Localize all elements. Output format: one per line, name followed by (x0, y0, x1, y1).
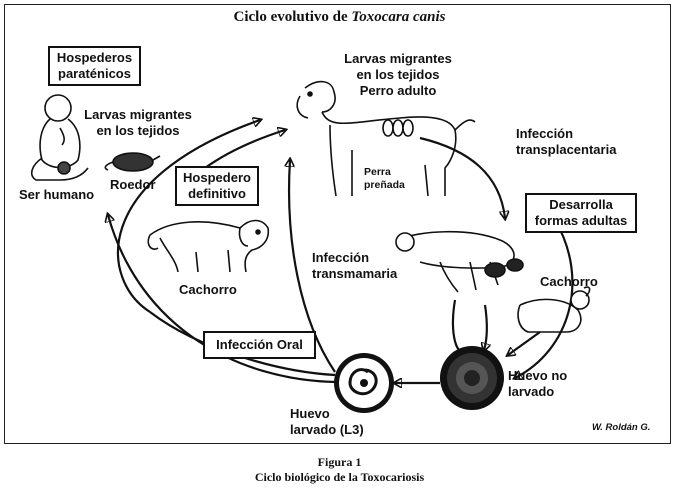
figure-frame (4, 4, 671, 444)
rodent-figure (104, 152, 161, 172)
arrow-to-transmammary (451, 299, 463, 354)
puppy-left-figure (147, 219, 270, 273)
human-figure (30, 94, 89, 181)
diagram-title: Ciclo evolutivo de Toxocara canis (233, 9, 446, 25)
figure-number: Figura 1 (317, 455, 362, 469)
puppy-left-label: Cachorro (179, 282, 237, 297)
oral-infection-box: Infección Oral (203, 331, 316, 359)
rodent-label: Roedor (110, 177, 156, 192)
human-label: Ser humano (19, 187, 95, 202)
puppy-right-figure (517, 286, 591, 333)
cycle-arrows (108, 120, 574, 383)
nursing-dog-figure (395, 230, 524, 293)
unlarvated-egg-figure (440, 346, 504, 410)
arrow-oral-to-adult (289, 160, 336, 373)
arrow-transmammary (484, 304, 487, 350)
pregnant-dog-figure (296, 80, 476, 197)
arrow-transplacental (419, 136, 505, 218)
larvated-egg-figure (334, 353, 394, 413)
author-credit: W. Roldán G. (592, 422, 651, 433)
arrow-puppy-to-egg (508, 331, 541, 355)
arrow-to-definitive-host (204, 130, 285, 169)
figure-caption: Ciclo biológico de la Toxocariosis (254, 470, 425, 484)
arrow-to-adult-from-left (116, 120, 260, 313)
arrow-large-loop (515, 219, 574, 378)
puppy-right-label: Cachorro (540, 274, 598, 289)
